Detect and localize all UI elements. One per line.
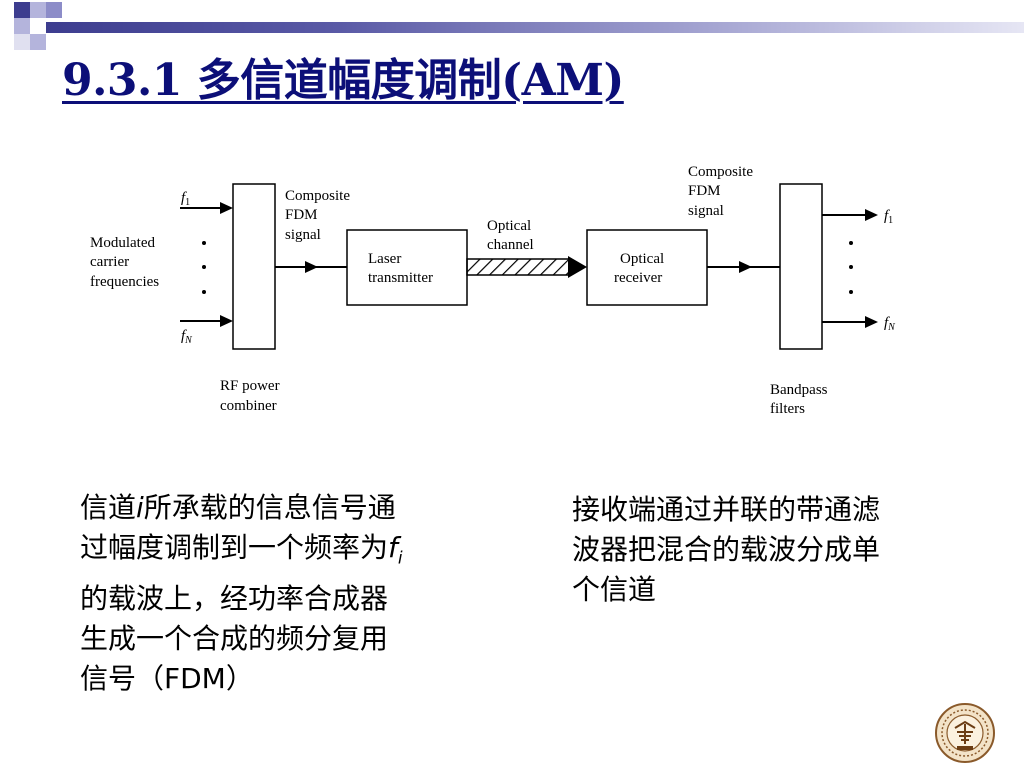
optical-channel-label-line2: channel	[487, 237, 534, 253]
receive-line-2: 波器把混合的载波分成单	[572, 533, 881, 566]
composite-right-line3: signal	[688, 203, 724, 219]
composite-right-line1: Composite	[688, 164, 753, 180]
fN-output-arrowhead	[865, 316, 878, 328]
fN-input-label: fN	[181, 328, 193, 346]
f1-input-label: f1	[181, 190, 190, 208]
fN-output-label: fN	[884, 315, 896, 333]
transmit-line-3: 的载波上，经功率合成器	[80, 581, 389, 615]
combiner-to-laser-arrowhead	[305, 261, 318, 273]
receiver-to-filters-arrowhead	[739, 261, 752, 273]
optical-channel-fiber	[466, 258, 571, 276]
outputs-ellipsis-dot	[849, 265, 853, 269]
header-square	[30, 2, 46, 18]
composite-right-line2: FDM	[688, 183, 721, 199]
composite-left-line3: signal	[285, 227, 321, 243]
inputs-label-line1: Modulated	[90, 235, 155, 251]
receive-explanation: 接收端通过并联的带通滤 波器把混合的载波分成单 个信道	[572, 490, 962, 610]
f1-output-label: f1	[884, 208, 893, 226]
optical-receiver-box	[586, 229, 708, 306]
receive-line-1: 接收端通过并联的带通滤	[572, 493, 881, 526]
outputs-ellipsis-dot	[849, 241, 853, 245]
inputs-label-line3: frequencies	[90, 274, 159, 290]
filters-label-line1: Bandpass	[770, 382, 828, 398]
receiver-label-line2: receiver	[614, 270, 662, 286]
transmit-line-2: 过幅度调制到一个频率为fi	[80, 531, 403, 569]
header-bar	[46, 22, 1024, 33]
laser-label-line2: transmitter	[368, 270, 433, 286]
filters-label-line2: filters	[770, 401, 805, 417]
header-square	[46, 2, 62, 18]
inputs-label-line2: carrier	[90, 254, 129, 270]
f1-output-arrowhead	[865, 209, 878, 221]
transmit-explanation: 信道i所承载的信息信号通 过幅度调制到一个频率为fi 的载波上，经功率合成器 生…	[80, 488, 500, 699]
outputs-ellipsis-dot	[849, 290, 853, 294]
header-square	[30, 34, 46, 50]
optical-channel-label-line1: Optical	[487, 218, 531, 234]
f1-input-arrowhead	[220, 202, 233, 214]
header-square	[14, 18, 30, 34]
bandpass-filters-box	[779, 183, 823, 350]
transmit-line-5: 信号（FDM）	[80, 661, 254, 695]
channels-ellipsis-dot	[202, 241, 206, 245]
composite-left-line1: Composite	[285, 188, 350, 204]
receive-line-3: 个信道	[572, 573, 657, 606]
header-square	[14, 2, 30, 18]
slide-title: 9.3.1 多信道幅度调制(AM)	[62, 55, 624, 106]
transmit-line-4: 生成一个合成的频分复用	[80, 621, 389, 655]
university-emblem-logo	[935, 703, 995, 763]
laser-transmitter-box	[346, 229, 468, 306]
channels-ellipsis-dot	[202, 265, 206, 269]
laser-label-line1: Laser	[368, 251, 401, 267]
header-square	[14, 34, 30, 50]
rf-combiner-label-line1: RF power	[220, 378, 280, 394]
composite-left-line2: FDM	[285, 207, 318, 223]
rf-power-combiner-box	[232, 183, 276, 350]
channels-ellipsis-dot	[202, 290, 206, 294]
fN-input-arrowhead	[220, 315, 233, 327]
transmit-line-1: 信道i所承载的信息信号通	[80, 491, 396, 524]
rf-combiner-label-line2: combiner	[220, 398, 277, 414]
optical-channel-arrowhead	[568, 256, 587, 278]
receiver-label-line1: Optical	[620, 251, 664, 267]
